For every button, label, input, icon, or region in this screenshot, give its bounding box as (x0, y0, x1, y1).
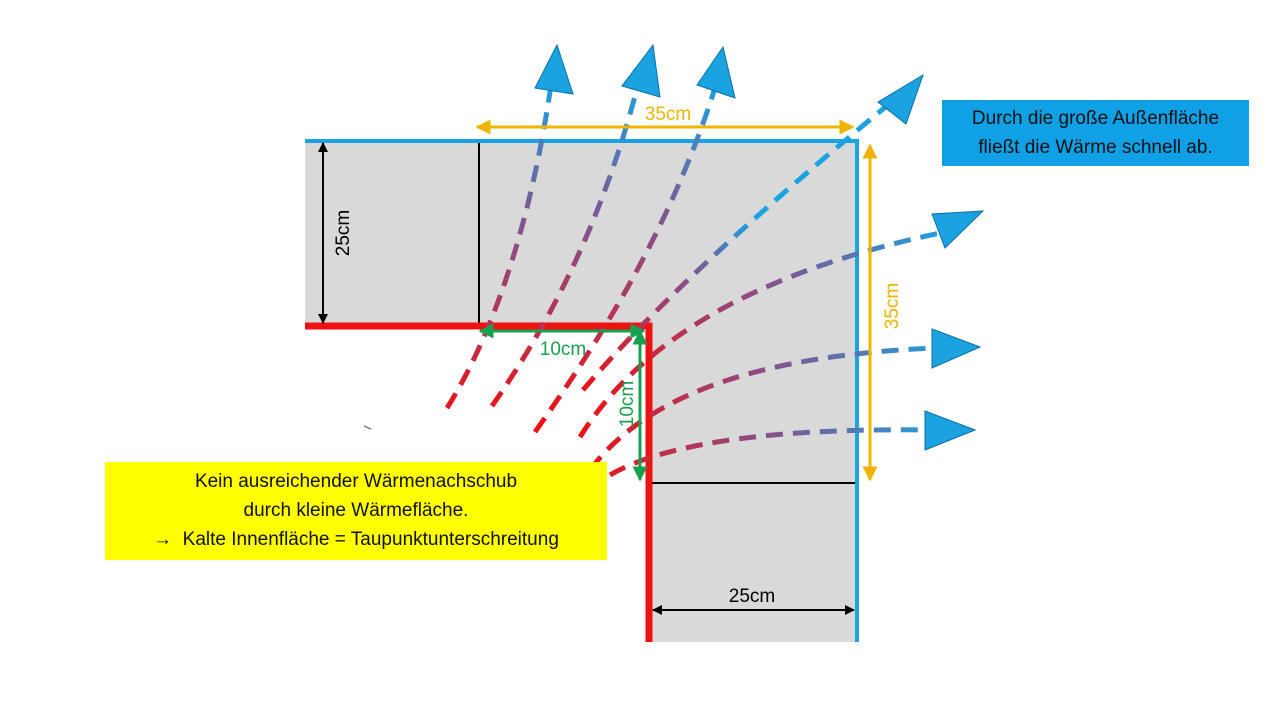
note-line: Kalte Innenfläche = Taupunktunterschreit… (182, 529, 559, 550)
dimension-label: 10cm (540, 339, 586, 360)
heat-flow-arrow (444, 84, 554, 410)
arrowhead-icon (931, 328, 982, 369)
arrowhead-icon (877, 73, 924, 125)
heat-flow-arrow (581, 93, 902, 392)
heat-flow-arrow (489, 84, 641, 408)
dimension-bottom-thickness: 25cm (652, 586, 855, 615)
inner-surface-line (305, 322, 653, 642)
note-line: fließt die Wärme schnell ab. (978, 137, 1213, 158)
arrowhead-icon (924, 410, 977, 451)
dimension-label: 25cm (729, 586, 775, 607)
arrowheads (534, 43, 985, 451)
note-inner-background (105, 462, 607, 560)
dimension-top-outer: 35cm (475, 104, 855, 135)
note-line: Durch die große Außenfläche (971, 108, 1220, 129)
dimension-right-outer: 35cm (862, 143, 903, 482)
note-inner-condensation: Kein ausreichender Wärmenachschub durch … (105, 462, 607, 560)
arrowhead-icon (621, 43, 661, 98)
note-outer-background (942, 100, 1249, 166)
wall-cross-section (305, 141, 857, 642)
right-arrow-icon: → (153, 529, 173, 550)
dimension-label: 35cm (882, 283, 903, 329)
arrowhead-icon (534, 43, 574, 95)
arrowhead-icon (931, 210, 985, 249)
note-line-conclusion: → Kalte Innenfläche = Taupunktunterschre… (105, 525, 607, 554)
dimension-inner-horizontal: 10cm (478, 323, 646, 360)
dimension-left-thickness: 25cm (318, 142, 354, 324)
note-outer-heat-loss: Durch die große Außenfläche fließt die W… (942, 100, 1249, 166)
dimension-label: 25cm (333, 210, 354, 256)
stray-mark (363, 425, 372, 430)
heat-flow-arrow (532, 84, 719, 434)
dimension-inner-vertical: 10cm (617, 329, 648, 482)
note-line: durch kleine Wärmefläche. (243, 500, 469, 521)
dimension-label: 35cm (645, 104, 691, 125)
arrowhead-icon (696, 45, 736, 99)
note-line: Kein ausreichender Wärmenachschub (194, 471, 518, 492)
outer-surface-line (305, 139, 859, 642)
dimension-label: 10cm (617, 381, 638, 427)
